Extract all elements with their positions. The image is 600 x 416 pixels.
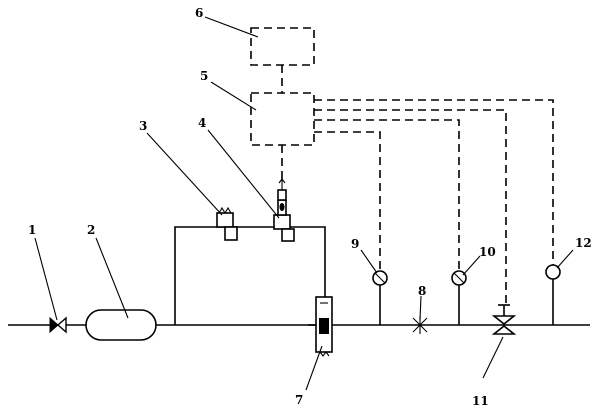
label-8: 8 xyxy=(418,284,426,298)
signal-5-9 xyxy=(314,131,381,271)
instrument-10 xyxy=(451,270,467,325)
leader-8 xyxy=(419,295,422,321)
leader-7 xyxy=(305,345,323,391)
leader-12 xyxy=(556,249,574,269)
label-12: 12 xyxy=(575,236,592,250)
leader-11 xyxy=(482,336,504,379)
label-11: 11 xyxy=(472,394,489,408)
label-10: 10 xyxy=(479,245,496,259)
flow-meter-11 xyxy=(491,304,517,335)
label-9: 9 xyxy=(351,237,359,251)
label-7: 7 xyxy=(295,393,303,407)
leader-1 xyxy=(34,237,58,321)
controller-5 xyxy=(250,92,315,146)
label-3: 3 xyxy=(139,119,147,133)
leader-10 xyxy=(462,255,481,276)
leader-9 xyxy=(360,249,378,274)
label-1: 1 xyxy=(28,223,36,237)
label-4: 4 xyxy=(198,116,206,130)
leader-6 xyxy=(204,16,259,38)
valve-4 xyxy=(273,178,295,242)
valve-3 xyxy=(216,206,238,241)
leader-5 xyxy=(210,81,257,111)
leader-3 xyxy=(146,132,223,216)
tank-2 xyxy=(85,309,157,341)
leader-4 xyxy=(207,129,280,219)
unit-6 xyxy=(250,27,315,66)
instrument-12 xyxy=(545,264,561,325)
signal-5-10 xyxy=(314,119,460,271)
device-7 xyxy=(308,296,333,357)
instrument-9 xyxy=(372,270,388,325)
leader-2 xyxy=(95,237,129,319)
signal-5-12 xyxy=(314,99,554,265)
bypass-line xyxy=(174,226,326,325)
label-6: 6 xyxy=(195,6,203,20)
valve-1 xyxy=(49,316,67,334)
signal-5-11 xyxy=(314,109,507,305)
label-2: 2 xyxy=(87,223,95,237)
label-5: 5 xyxy=(200,69,208,83)
